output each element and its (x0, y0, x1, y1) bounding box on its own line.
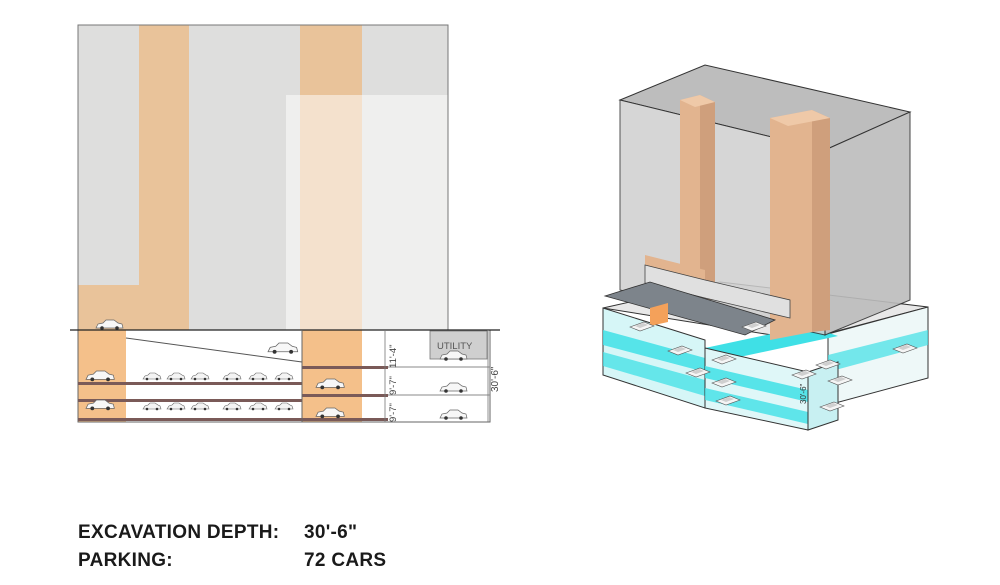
excavation-value: 30'-6" (304, 522, 358, 543)
axon-core-right-top (770, 110, 830, 126)
front-box-right (807, 361, 839, 431)
front-box-top (705, 326, 838, 358)
axon-core-left-top (680, 95, 715, 107)
slab-b3 (78, 418, 302, 421)
parking-cyan-left-1 (603, 330, 705, 372)
excavation-summary: EXCAVATION DEPTH: 30'-6" (78, 522, 357, 544)
parked-cars-row-2 (142, 402, 294, 411)
axonometric-view: 30'-6" (602, 64, 929, 431)
slab-right-1 (302, 366, 388, 369)
ramp-zone-mid (302, 330, 362, 422)
tower-side-face (824, 111, 911, 336)
parking-value: 72 CARS (304, 550, 387, 571)
axon-core-right-side (812, 110, 830, 332)
axon-core-left-face (680, 95, 700, 305)
ramp-orange (650, 303, 668, 326)
car-right-1 (439, 382, 468, 394)
front-box-cyan-1 (705, 366, 808, 402)
parking-cyan-right (828, 330, 928, 372)
core-left (139, 25, 189, 330)
parking-label: PARKING: (78, 550, 173, 571)
building-section: 11'-4" 9'-7" 9'-7" 30'-6" UTILITY (70, 24, 501, 423)
car-right-2 (439, 409, 468, 421)
excavation-label: EXCAVATION DEPTH: (78, 522, 280, 543)
slab-right-2 (302, 394, 388, 397)
ground-slab (644, 264, 791, 319)
ramp-deck (603, 281, 777, 336)
slab-b2 (78, 399, 302, 402)
dim-level-2: 9'-7" (388, 376, 399, 395)
axon-core-left-side (700, 95, 715, 300)
overlay-volume (286, 95, 448, 330)
parking-cyan-left-2 (603, 352, 705, 396)
ground-floor-core (78, 285, 189, 330)
car-ramp (267, 342, 299, 355)
dim-level-1: 11'-4" (388, 345, 399, 369)
axon-core-right-face (770, 110, 812, 340)
dim-total-depth: 30'-6" (490, 366, 501, 392)
slab-b1 (78, 382, 302, 385)
slab-right-3 (302, 418, 388, 421)
axon-depth-label: 30'-6" (799, 383, 808, 404)
utility-label: UTILITY (437, 341, 473, 352)
ramp (125, 337, 303, 363)
parking-summary: PARKING: 72 CARS (78, 550, 386, 572)
parked-cars-row-1 (142, 372, 294, 381)
dim-level-3: 9'-7" (388, 403, 399, 422)
